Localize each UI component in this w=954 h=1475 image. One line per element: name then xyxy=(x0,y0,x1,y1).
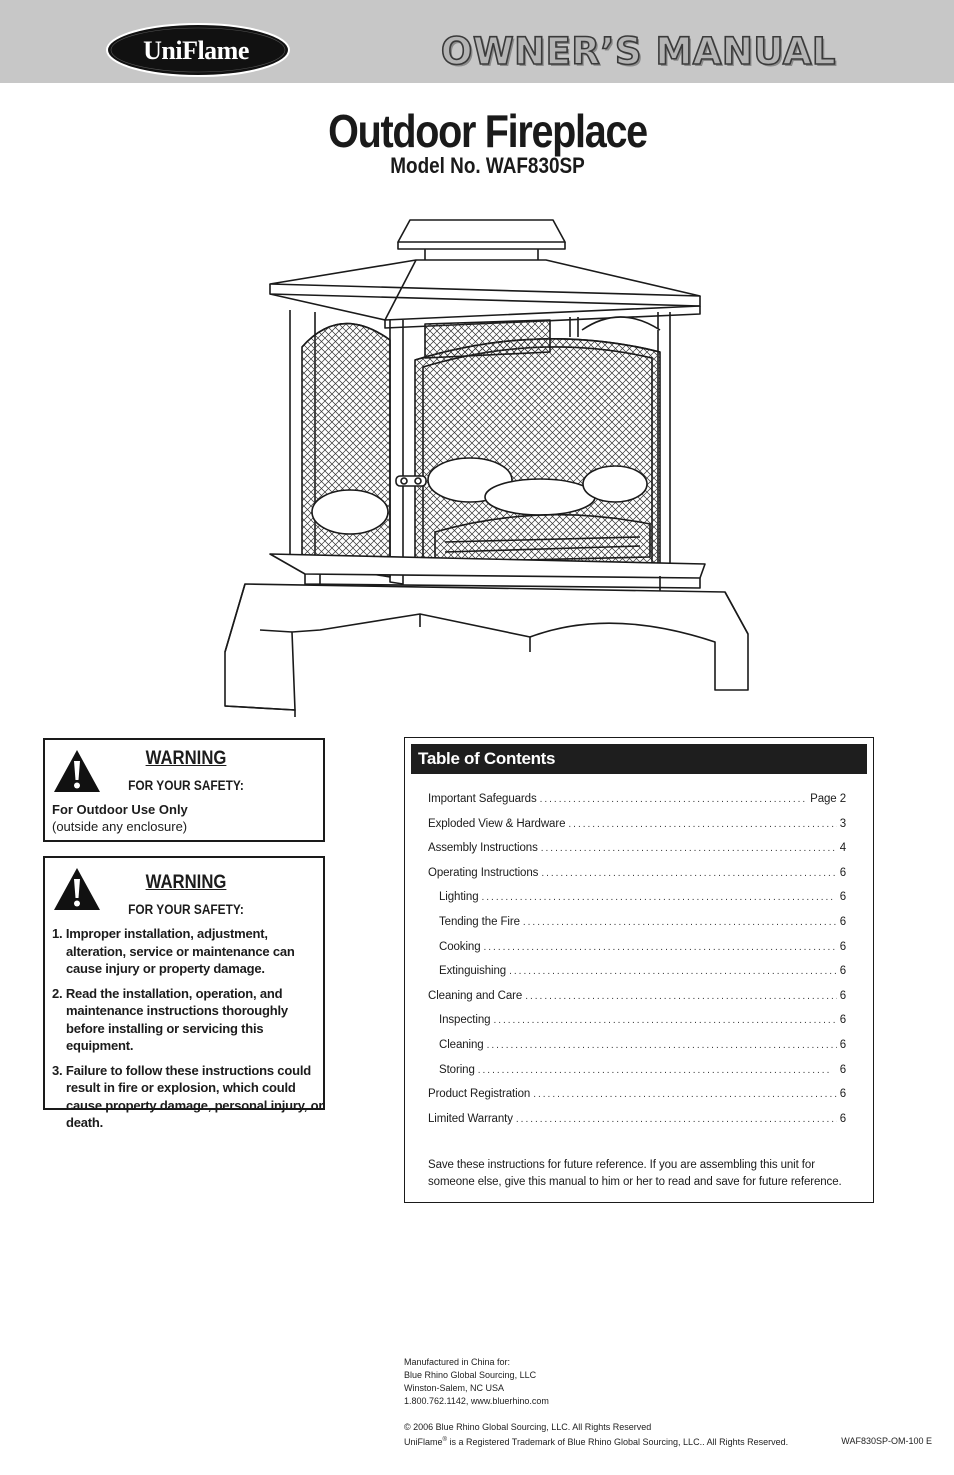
toc-note: Save these instructions for future refer… xyxy=(428,1159,842,1188)
brand-wordmark: UniFlame xyxy=(143,36,249,65)
warning-triangle-icon xyxy=(52,866,102,912)
warning-item: 3. Failure to follow these instructions … xyxy=(52,1062,324,1131)
toc-entry[interactable]: Product Registration....................… xyxy=(428,1088,846,1101)
model-number: Model No. WAF830SP xyxy=(390,153,585,178)
toc-entry[interactable]: Assembly Instructions...................… xyxy=(428,842,846,855)
warning-item: 1. Improper installation, adjustment, al… xyxy=(52,926,295,976)
toc-entry[interactable]: Cooking.................................… xyxy=(439,940,846,953)
toc-entry[interactable]: Tending the Fire........................… xyxy=(439,915,846,928)
uniflame-logo: UniFlame xyxy=(105,22,291,78)
document-code: WAF830SP-OM-100 E xyxy=(841,1436,932,1446)
toc-entry[interactable]: Storing.................................… xyxy=(439,1063,846,1076)
toc-entry[interactable]: Exploded View & Hardware................… xyxy=(428,817,846,830)
footer-city: Winston-Salem, NC USA xyxy=(404,1383,505,1393)
footer-company: Blue Rhino Global Sourcing, LLC xyxy=(404,1370,537,1380)
outdoor-use-note: (outside any enclosure) xyxy=(52,819,188,834)
outdoor-use-text: For Outdoor Use Only (outside any enclos… xyxy=(52,801,188,835)
toc-entry[interactable]: Inspecting..............................… xyxy=(439,1014,846,1027)
toc-entry[interactable]: Extinguishing...........................… xyxy=(439,965,846,978)
table-of-contents: Table of Contents Important Safeguards..… xyxy=(404,737,874,1203)
warning-box-installation: WARNING FOR YOUR SAFETY: 1. Improper ins… xyxy=(43,856,325,1130)
footer-contact: 1.800.762.1142, www.bluerhino.com xyxy=(404,1396,549,1406)
footer-copyright: © 2006 Blue Rhino Global Sourcing, LLC. … xyxy=(404,1422,652,1432)
footer: Manufactured in China for: Blue Rhino Gl… xyxy=(404,1356,788,1449)
toc-entry[interactable]: Limited Warranty........................… xyxy=(428,1112,846,1125)
footer-trademark: UniFlame® is a Registered Trademark of B… xyxy=(404,1437,789,1447)
warning-subtitle: FOR YOUR SAFETY: xyxy=(128,902,244,917)
outdoor-use-bold: For Outdoor Use Only xyxy=(52,802,188,817)
toc-list: Important Safeguards....................… xyxy=(428,793,846,1137)
toc-entry[interactable]: Lighting................................… xyxy=(439,891,846,904)
warning-title: WARNING xyxy=(145,748,227,769)
warning-triangle-icon xyxy=(52,748,102,794)
warning-item: 2. Read the installation, operation, and… xyxy=(52,985,288,1054)
manual-title: OWNER’S MANUAL xyxy=(440,29,836,74)
warning-list: 1. Improper installation, adjustment, al… xyxy=(52,925,328,1139)
warning-subtitle: FOR YOUR SAFETY: xyxy=(128,778,244,793)
product-title: Outdoor Fireplace xyxy=(328,105,648,157)
toc-entry[interactable]: Cleaning and Care.......................… xyxy=(428,989,846,1002)
footer-manufactured: Manufactured in China for: xyxy=(404,1357,511,1367)
warning-box-outdoor: WARNING FOR YOUR SAFETY: For Outdoor Use… xyxy=(43,738,325,842)
toc-entry[interactable]: Operating Instructions..................… xyxy=(428,866,846,879)
toc-entry[interactable]: Cleaning................................… xyxy=(439,1038,846,1051)
warning-title: WARNING xyxy=(145,872,227,893)
toc-entry[interactable]: Important Safeguards....................… xyxy=(428,793,846,805)
fireplace-illustration xyxy=(220,212,760,718)
toc-title: Table of Contents xyxy=(411,744,867,774)
